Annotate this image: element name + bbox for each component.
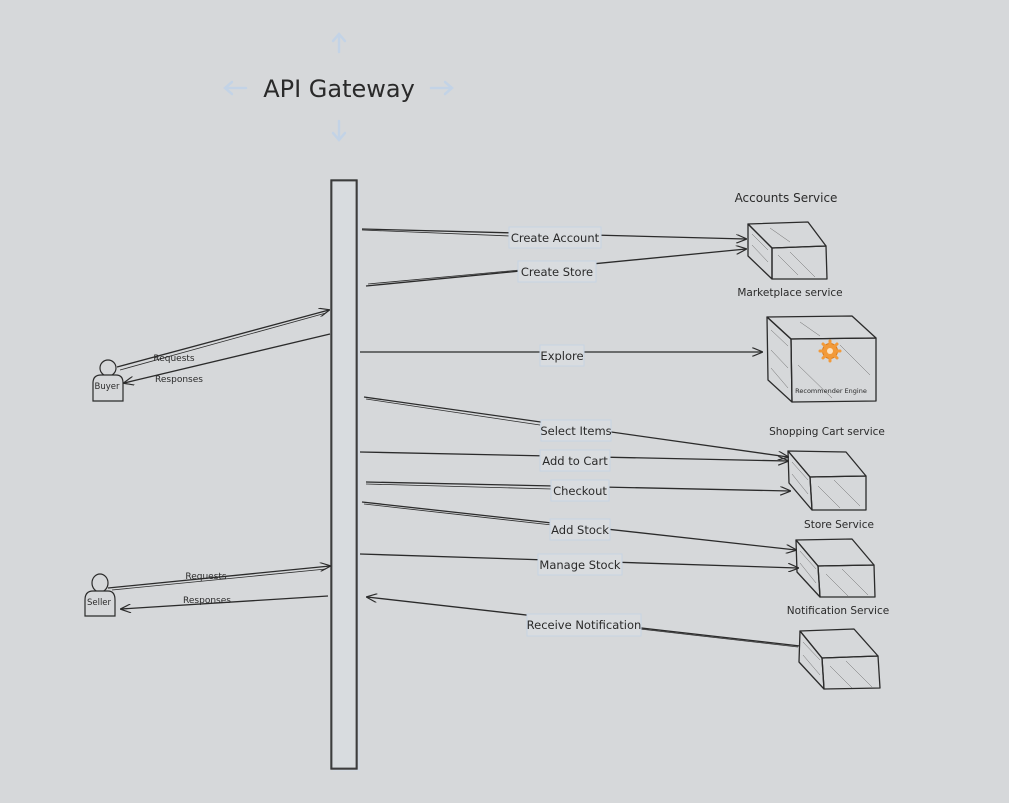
marketplace-service-box: [747, 221, 828, 280]
explore-label-group: Explore: [539, 344, 585, 367]
recommender-engine-box: Recommender Engine: [766, 315, 877, 403]
person-icon: [84, 573, 116, 617]
shopping-cart-service-box: [787, 450, 867, 511]
manage-stock-label-group: Manage Stock: [537, 553, 623, 576]
shopping-cart-service-label: Shopping Cart service: [769, 426, 885, 438]
move-arrow-right-icon: [429, 80, 454, 96]
buyer-responses-label: Responses: [155, 375, 203, 385]
seller-requests-label: Requests: [185, 572, 227, 582]
create-store-label-group: Create Store: [517, 260, 597, 283]
select-items-label: Select Items: [540, 424, 611, 438]
accounts-service-label: Accounts Service: [735, 191, 838, 205]
gear-icon: [818, 339, 842, 363]
seller-requests-arrow: [107, 566, 330, 591]
buyer-label: Buyer: [95, 382, 120, 392]
add-to-cart-label-group: Add to Cart: [539, 449, 611, 472]
seller-responses-arrow: [121, 595, 329, 609]
move-arrow-up-icon: [331, 32, 347, 54]
create-account-label: Create Account: [511, 231, 600, 245]
explore-label: Explore: [540, 349, 583, 363]
add-stock-label: Add Stock: [551, 523, 609, 537]
store-service-box: [795, 538, 876, 598]
receive-notification-label-group: Receive Notification: [526, 613, 642, 637]
diagram-title: API Gateway: [263, 75, 415, 103]
manage-stock-label: Manage Stock: [539, 558, 621, 572]
seller-responses-label: Responses: [183, 596, 231, 606]
seller-label: Seller: [87, 598, 112, 608]
buyer-responses-arrow: [124, 333, 331, 383]
add-to-cart-label: Add to Cart: [542, 454, 608, 468]
create-account-label-group: Create Account: [508, 226, 602, 249]
notification-service-box: [798, 628, 881, 690]
move-arrow-down-icon: [331, 119, 347, 142]
title-group: API Gateway: [223, 32, 454, 142]
recommender-engine-label: Recommender Engine: [795, 387, 867, 395]
select-items-label-group: Select Items: [540, 419, 612, 442]
add-stock-label-group: Add Stock: [549, 518, 611, 541]
marketplace-service-label: Marketplace service: [737, 287, 842, 299]
store-service-label: Store Service: [804, 519, 874, 531]
buyer-requests-label: Requests: [153, 354, 195, 364]
seller-actor: Seller: [84, 573, 116, 617]
move-arrow-left-icon: [223, 80, 248, 96]
notification-service-label: Notification Service: [787, 605, 889, 617]
gateway-bar: [330, 179, 360, 771]
checkout-label: Checkout: [553, 484, 607, 498]
checkout-label-group: Checkout: [550, 479, 610, 502]
buyer-requests-arrow: [116, 310, 329, 371]
receive-notification-label: Receive Notification: [527, 618, 642, 632]
create-store-label: Create Store: [521, 265, 593, 279]
